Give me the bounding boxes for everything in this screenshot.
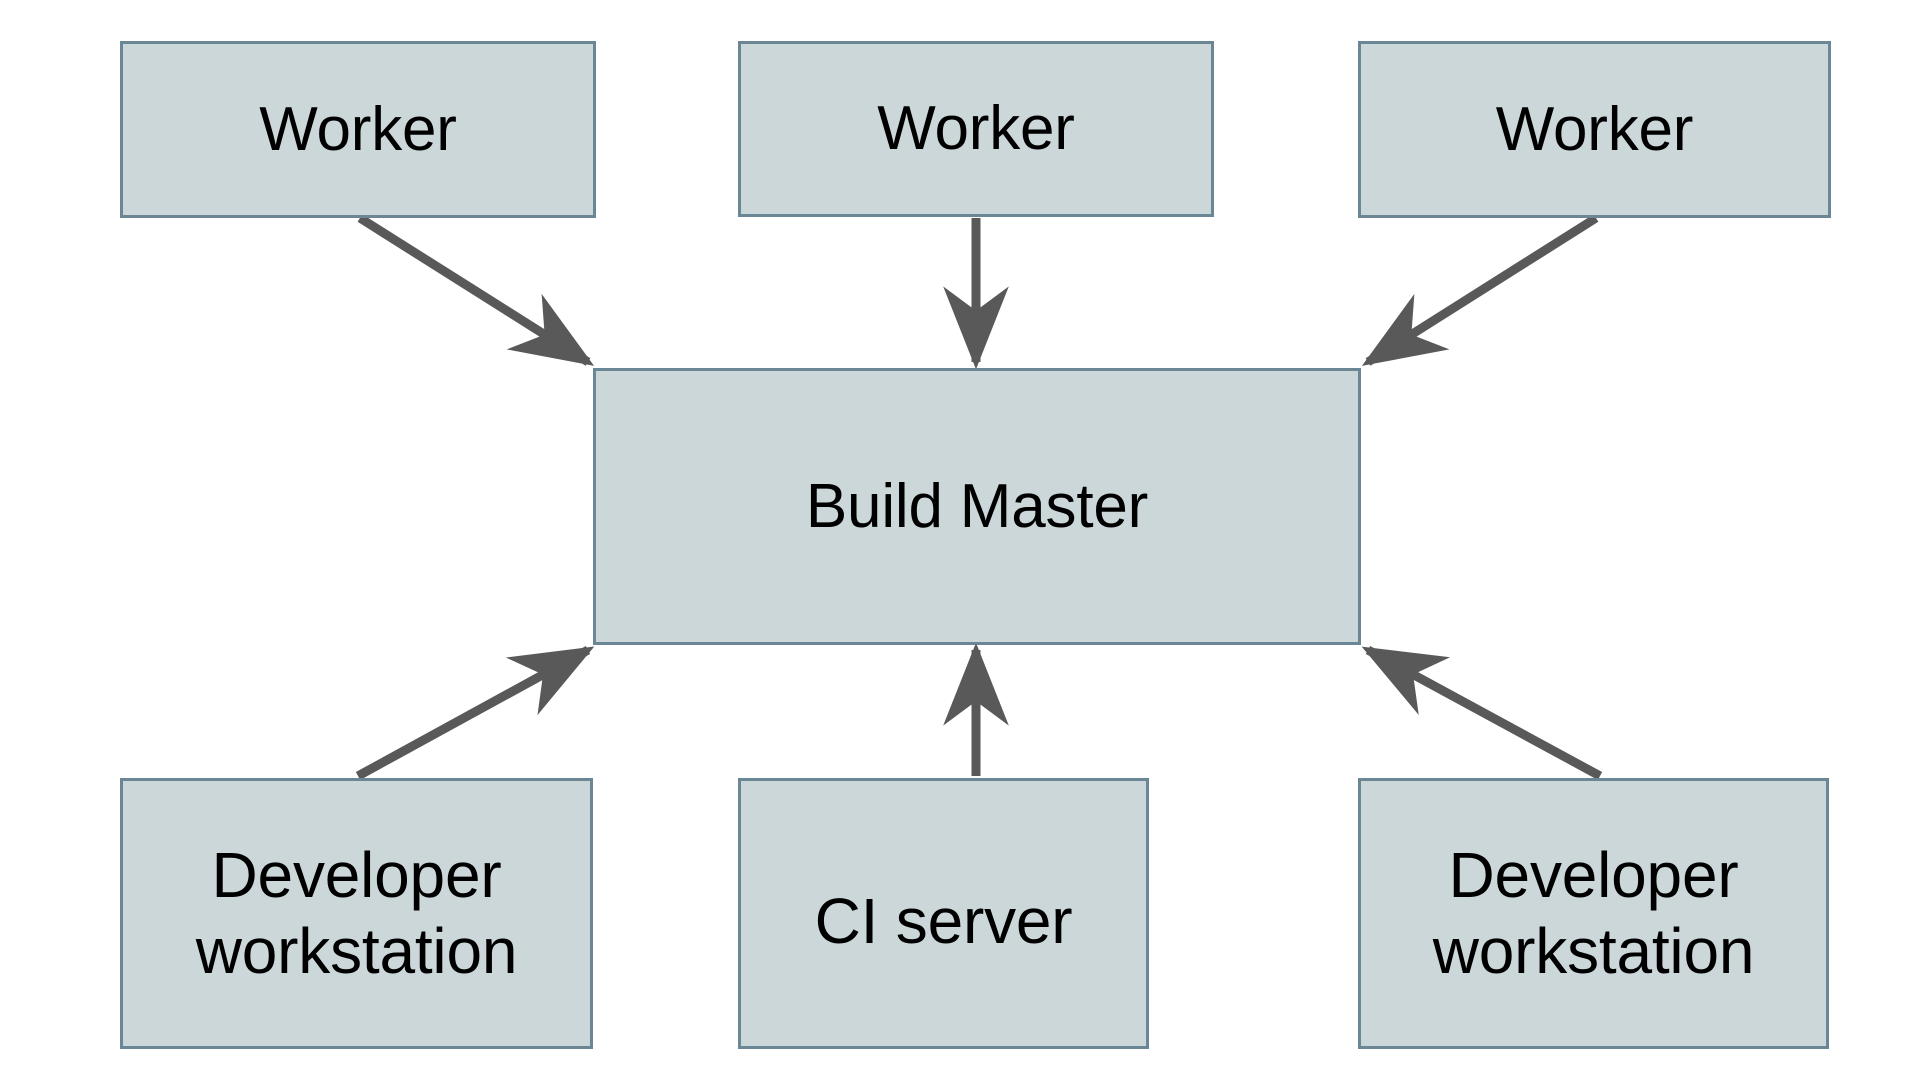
node-developer-workstation-right[interactable]: Developer workstation xyxy=(1358,778,1829,1049)
node-developer-workstation-right-label: Developer workstation xyxy=(1432,838,1755,987)
node-worker-3[interactable]: Worker xyxy=(1358,41,1831,218)
edge-worker-1-to-build-master xyxy=(357,214,595,366)
node-worker-2[interactable]: Worker xyxy=(738,41,1214,217)
node-build-master[interactable]: Build Master xyxy=(593,368,1361,645)
node-worker-1[interactable]: Worker xyxy=(120,41,596,218)
node-build-master-label: Build Master xyxy=(805,471,1149,541)
node-ci-server[interactable]: CI server xyxy=(738,778,1149,1049)
node-worker-3-label: Worker xyxy=(1495,94,1694,164)
node-developer-workstation-left[interactable]: Developer workstation xyxy=(120,778,593,1049)
node-worker-1-label: Worker xyxy=(259,94,457,164)
node-ci-server-label: CI server xyxy=(814,884,1073,957)
edge-worker-3-to-build-master xyxy=(1361,214,1599,366)
node-developer-workstation-left-label: Developer workstation xyxy=(195,838,518,987)
edge-dev-1-to-build-master xyxy=(355,646,595,780)
node-worker-2-label: Worker xyxy=(877,94,1075,164)
edge-dev-2-to-build-master xyxy=(1361,646,1603,780)
